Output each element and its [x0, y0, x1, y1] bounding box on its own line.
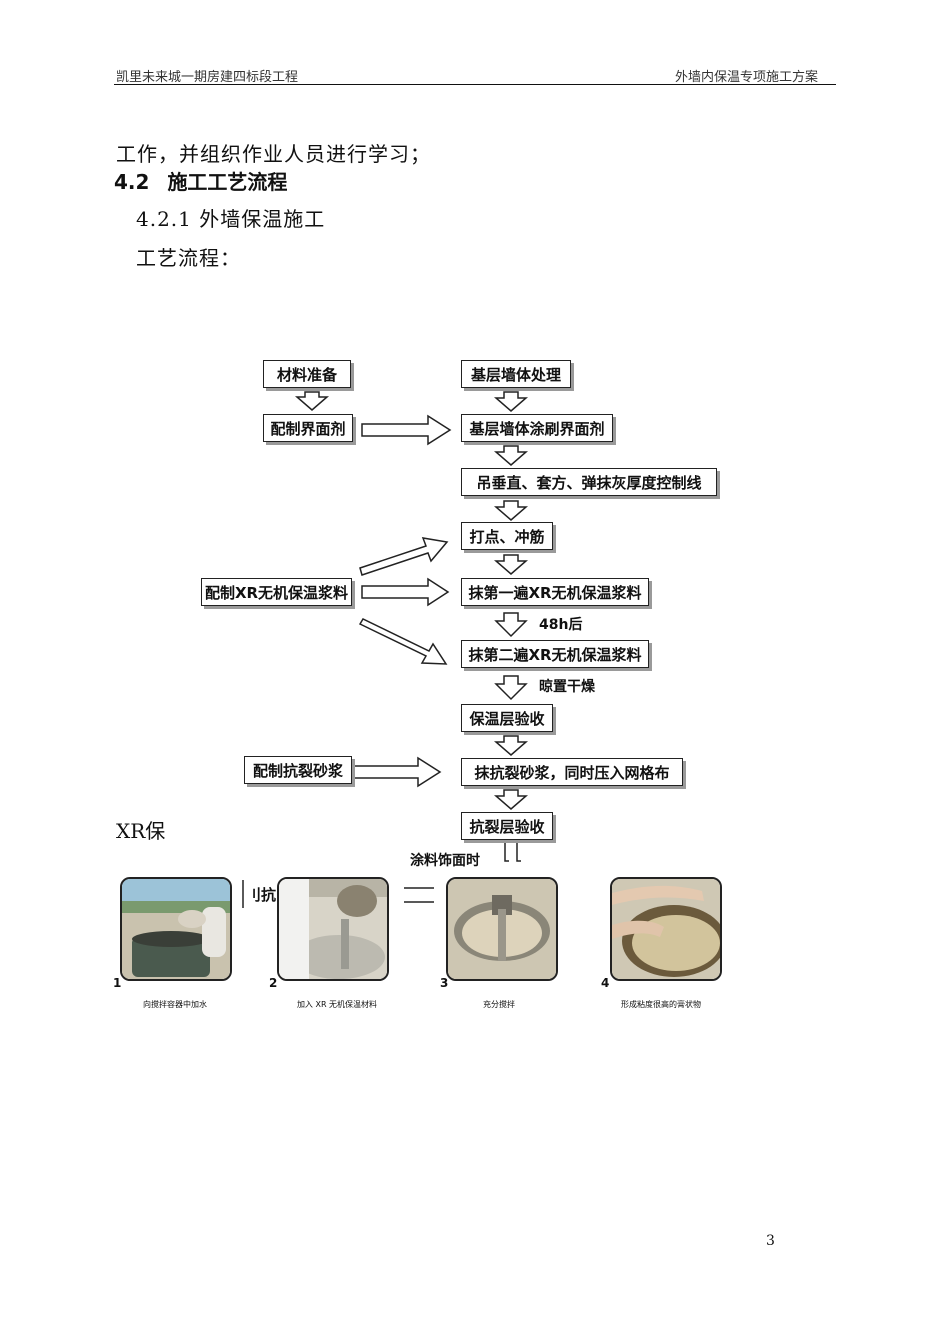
partial-arrow: [404, 887, 434, 903]
photo-number: 1: [113, 976, 122, 990]
right-arrow: [361, 414, 452, 446]
page-number: 3: [766, 1233, 775, 1249]
photo-caption: 充分搅拌: [483, 1000, 515, 1009]
xr-partial-text: XR保: [116, 819, 166, 843]
photo-caption: 加入 XR 无机保温材料: [296, 1000, 378, 1009]
right-arrow: [361, 577, 450, 607]
section-heading: 4.2 施工工艺流程: [114, 166, 287, 195]
diagonal-up-arrow: [359, 537, 449, 576]
down-arrow: [494, 612, 528, 638]
photo-paste: [610, 877, 722, 981]
step-8: 抹抗裂砂浆，同时压入网格布: [461, 758, 683, 786]
down-arrow: [493, 735, 529, 756]
flow-label: 工艺流程：: [136, 246, 241, 270]
photo-caption: 形成粘度很高的膏状物: [621, 1000, 701, 1009]
note-coating: 涂料饰面时: [410, 853, 480, 869]
step-1: 基层墙体处理: [461, 360, 571, 388]
header-rule: [114, 84, 836, 85]
step-9: 抗裂层验收: [461, 812, 553, 840]
photo-caption: 向搅拌容器中加水: [143, 1000, 207, 1009]
diagonal-down-arrow: [358, 618, 448, 665]
header-document-title: 外墙内保温专项施工方案: [674, 70, 818, 85]
partial-box-text: 刂抗: [246, 886, 277, 904]
section-number: 4.2: [114, 170, 150, 194]
body-line: 工作，并组织作业人员进行学习；: [116, 142, 431, 166]
note-48h: 48h后: [539, 617, 583, 633]
down-arrow: [494, 675, 528, 701]
section-title: 施工工艺流程: [167, 170, 288, 194]
down-arrow: [294, 391, 330, 411]
photo-number: 3: [440, 976, 449, 990]
box-interface-agent: 配制界面剂: [263, 414, 353, 442]
photo-number: 2: [269, 976, 278, 990]
step-7: 保温层验收: [461, 704, 553, 732]
subsection-heading: 4.2.1 外墙保温施工: [136, 207, 326, 231]
down-arrow: [493, 500, 529, 521]
step-4: 打点、冲筋: [461, 522, 553, 550]
down-arrow: [493, 391, 529, 412]
photo-mixing: [446, 877, 558, 981]
step-2: 基层墙体涂刷界面剂: [461, 414, 613, 442]
box-xr-slurry: 配制XR无机保温浆料: [201, 578, 352, 606]
down-arrow: [493, 445, 529, 466]
note-air-dry: 晾置干燥: [539, 679, 595, 695]
coating-bracket: [504, 843, 521, 862]
box-materials: 材料准备: [263, 360, 351, 388]
step-5: 抹第一遍XR无机保温浆料: [461, 578, 649, 606]
photo-number: 4: [601, 976, 610, 990]
box-crack-mortar: 配制抗裂砂浆: [244, 756, 352, 784]
photo-add-water: [120, 877, 232, 981]
down-arrow: [493, 554, 529, 575]
step-3: 吊垂直、套方、弹抹灰厚度控制线: [461, 468, 717, 496]
step-6: 抹第二遍XR无机保温浆料: [461, 640, 649, 668]
header-project-name: 凯里未来城一期房建四标段工程: [116, 70, 299, 85]
down-arrow: [493, 789, 529, 810]
photo-add-material: [277, 877, 389, 981]
